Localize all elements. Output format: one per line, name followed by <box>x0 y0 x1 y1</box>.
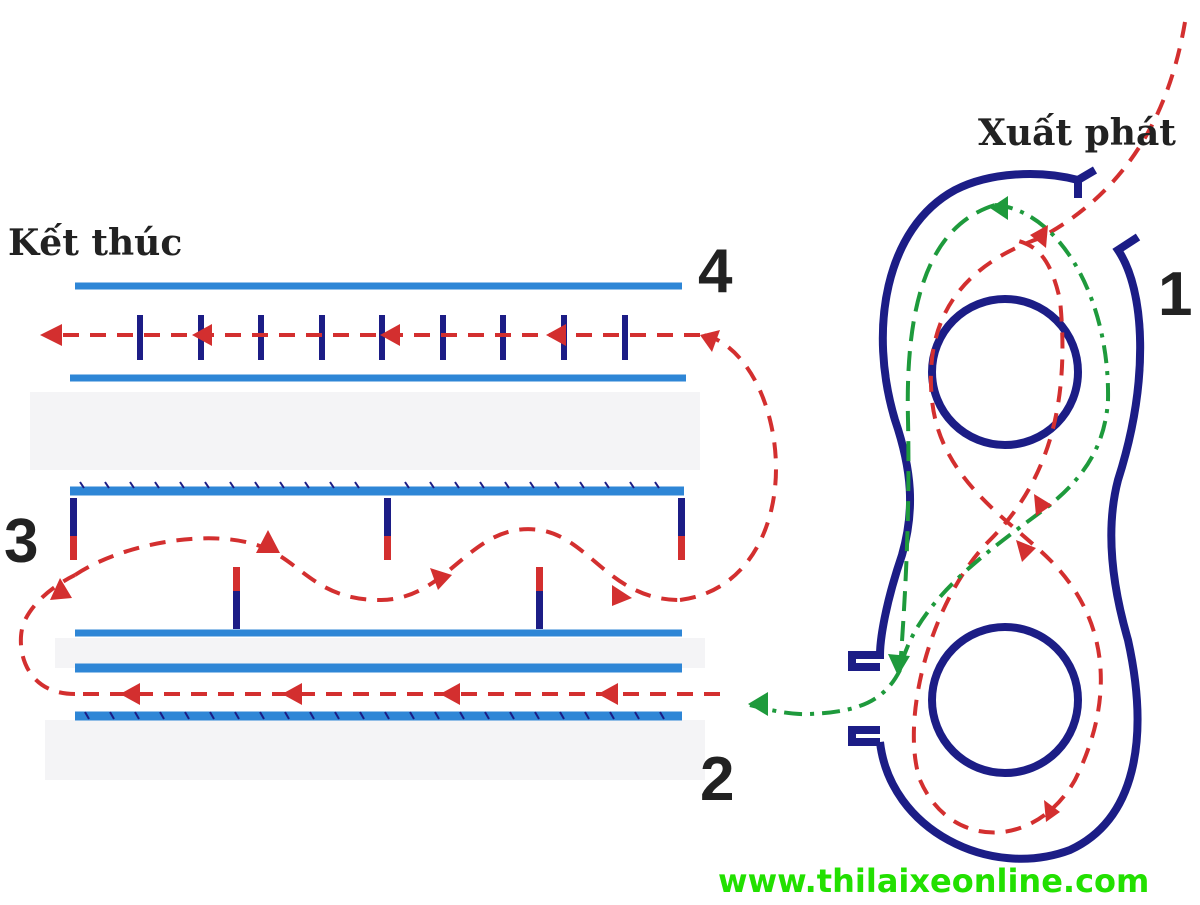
pin-marker <box>319 315 325 360</box>
driving-route-red <box>18 21 1187 835</box>
arrowhead-left-icon <box>440 683 460 705</box>
green-arrowheads <box>748 196 1008 716</box>
arrowhead-triangle-icon <box>1034 494 1052 516</box>
arrowhead-triangle-icon <box>430 568 452 590</box>
inner-ring-bottom <box>928 623 1082 777</box>
arrowhead-triangle-icon <box>50 578 72 600</box>
arrowhead-triangle-icon <box>748 692 768 716</box>
lane-section-3 <box>70 481 685 637</box>
section-number-1: 1 <box>1158 260 1192 329</box>
section-number-3: 3 <box>4 507 38 576</box>
arrowhead-left-icon <box>282 683 302 705</box>
finish-label: Kết thúc <box>8 222 182 264</box>
inner-ring-top <box>928 295 1082 449</box>
pin-marker <box>137 315 143 360</box>
background-bands <box>30 392 705 780</box>
tick-marks-top <box>79 481 660 489</box>
pin-marker <box>258 315 264 360</box>
arrowhead-triangle-icon <box>888 654 910 676</box>
arrowhead-triangle-icon <box>1016 540 1036 562</box>
route-arrowheads <box>40 225 1060 822</box>
watermark-url: www.thilaixeonline.com <box>718 862 1149 900</box>
arrowhead-left-icon <box>192 324 212 346</box>
arrowhead-triangle-icon <box>1044 800 1060 822</box>
figure8-track <box>848 166 1145 863</box>
arrowhead-triangle-icon <box>700 330 720 352</box>
lane-section-2 <box>75 663 682 721</box>
post-markers-bottom <box>233 567 543 629</box>
tick-marks-bottom <box>84 711 665 720</box>
section-number-4: 4 <box>698 237 733 306</box>
arrowhead-left-icon <box>546 324 566 346</box>
arrowhead-triangle-icon <box>256 530 280 553</box>
pin-marker <box>622 315 628 360</box>
arrowhead-triangle-icon <box>612 585 632 606</box>
start-label: Xuất phát <box>978 112 1176 154</box>
arrowhead-left-icon <box>598 683 618 705</box>
pin-marker <box>379 315 385 360</box>
driving-route-green <box>749 203 1111 717</box>
arrowhead-triangle-icon <box>990 196 1008 220</box>
arrowhead-left-icon <box>380 324 400 346</box>
lane-section-4 <box>70 282 686 382</box>
arrowhead-left-icon <box>120 683 140 705</box>
section-number-2: 2 <box>700 745 734 814</box>
arrowhead-triangle-icon <box>1030 225 1048 248</box>
pin-marker <box>500 315 506 360</box>
post-markers-top <box>70 498 685 560</box>
outer-boundary <box>848 170 1145 863</box>
pin-marker <box>440 315 446 360</box>
arrowhead-left-icon <box>40 324 62 346</box>
